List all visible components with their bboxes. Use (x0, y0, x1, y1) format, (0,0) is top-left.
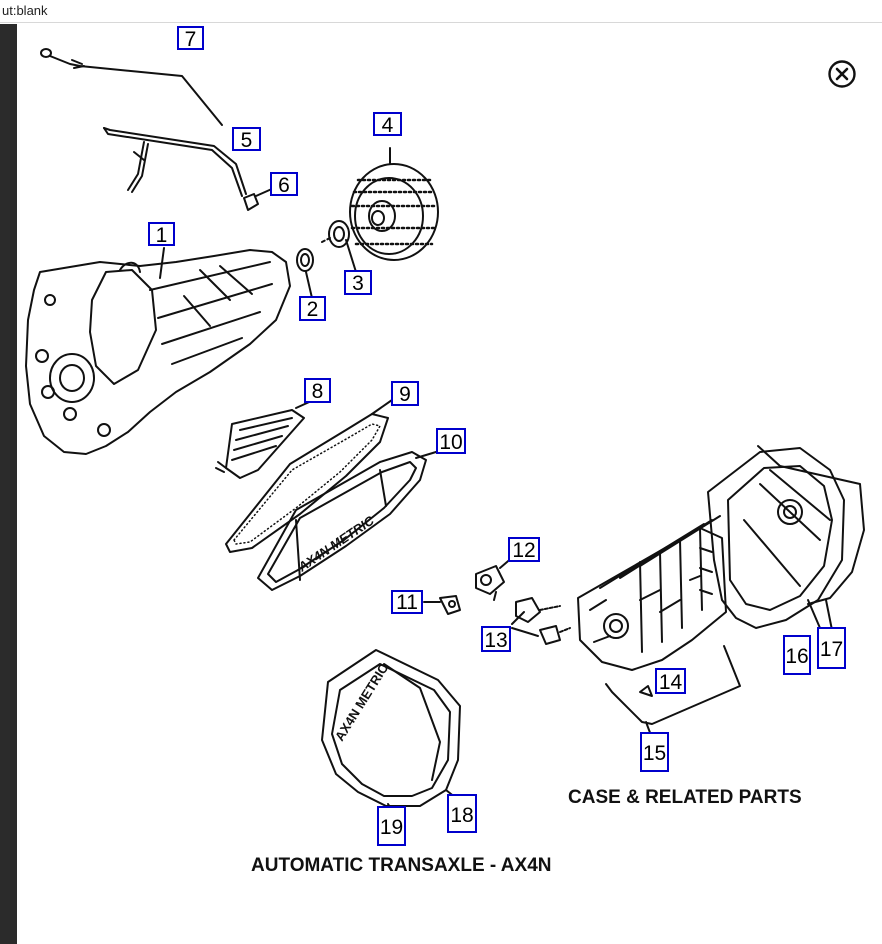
callout-box-17 (817, 627, 846, 669)
callout-label-13: 13 (484, 629, 507, 652)
callout-label-18: 18 (450, 804, 473, 827)
section-caption: CASE & RELATED PARTS (568, 787, 802, 808)
callout-label-1: 1 (156, 224, 168, 247)
callout-label-17: 17 (820, 638, 843, 661)
callout-label-15: 15 (643, 742, 666, 765)
valve-body-part (577, 515, 727, 671)
diagram-title: AUTOMATIC TRANSAXLE - AX4N (251, 855, 551, 876)
callout-label-12: 12 (512, 539, 535, 562)
callout-box-18 (447, 794, 477, 833)
callout-box-9 (391, 381, 419, 406)
transaxle-case-part (25, 247, 291, 455)
callout-box-11 (391, 590, 423, 614)
filler-tube-part (103, 127, 247, 197)
pan-gasket-part (225, 399, 393, 553)
callout-box-14 (655, 668, 686, 694)
callout-label-16: 16 (785, 645, 808, 668)
callout-label-6: 6 (278, 174, 290, 197)
callout-label-14: 14 (659, 671, 683, 694)
callout-box-4 (373, 112, 402, 136)
callout-box-13 (481, 626, 511, 652)
callout-box-16 (783, 635, 811, 675)
callout-box-15 (640, 732, 669, 772)
seal-ring-part (321, 220, 357, 273)
torque-converter-part (349, 147, 439, 261)
dipstick-part (40, 48, 223, 126)
callout-label-11: 11 (396, 591, 418, 614)
callout-box-19 (377, 806, 406, 846)
callout-box-12 (508, 537, 540, 562)
breather-part (243, 187, 275, 211)
seal-part (296, 248, 314, 299)
address-text: ut:blank (2, 3, 48, 18)
callout-label-3: 3 (352, 272, 364, 295)
callout-label-9: 9 (399, 383, 411, 406)
close-circle-icon (828, 60, 856, 88)
callout-box-6 (270, 172, 298, 196)
solenoid-13-part (511, 597, 571, 645)
callout-box-10 (436, 428, 466, 454)
pan-embossing: AX4N METRIC (294, 512, 377, 575)
sensor-11-part (423, 595, 461, 615)
callout-label-8: 8 (312, 380, 324, 403)
address-bar[interactable]: ut:blank (0, 0, 882, 23)
callout-box-1 (148, 222, 175, 246)
callout-label-5: 5 (241, 129, 253, 152)
filter-part (215, 397, 319, 479)
viewer-left-edge (0, 24, 17, 944)
callout-label-10: 10 (439, 431, 462, 454)
callout-box-2 (299, 296, 326, 321)
oil-pan-part (257, 451, 437, 591)
callout-box-8 (304, 378, 331, 403)
solenoid-12-part (475, 555, 515, 601)
callout-box-7 (177, 26, 204, 50)
callout-box-3 (344, 270, 372, 295)
case-cover-part (707, 445, 865, 631)
callout-label-7: 7 (185, 28, 197, 51)
close-button[interactable] (826, 58, 858, 90)
callout-label-19: 19 (380, 816, 403, 839)
callout-label-2: 2 (307, 298, 319, 321)
callout-label-4: 4 (382, 114, 394, 137)
callout-box-5 (232, 127, 261, 151)
